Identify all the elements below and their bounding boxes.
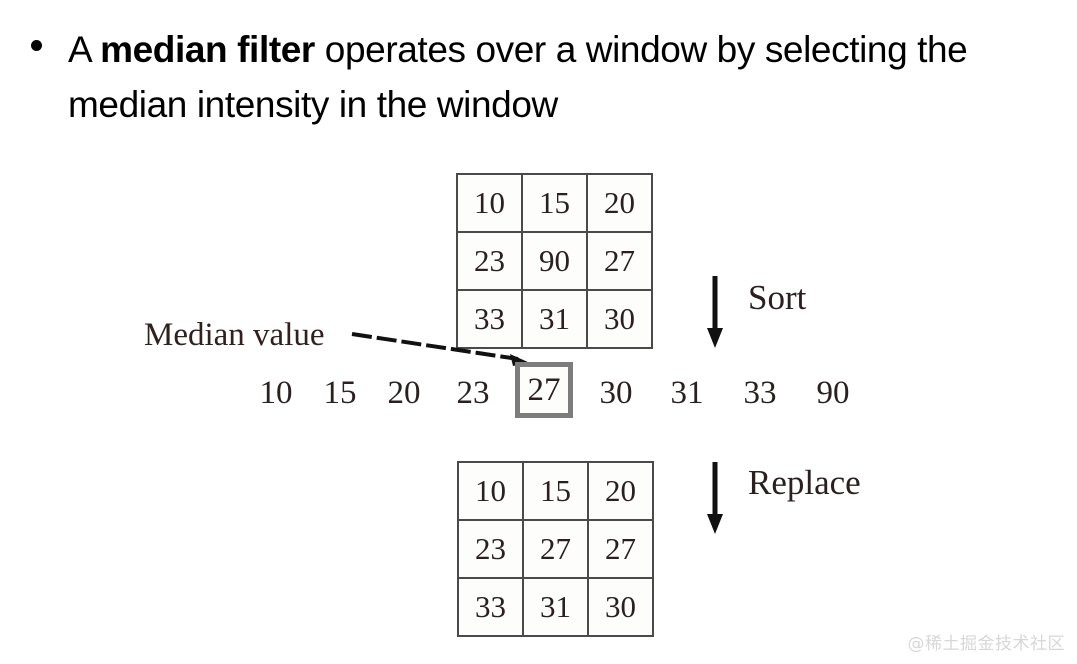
sorted-value: 30 <box>599 375 633 411</box>
grid-cell: 23 <box>456 231 523 291</box>
step-label-replace: Replace <box>748 463 861 502</box>
table-row: 33 31 30 <box>457 577 654 637</box>
sorted-value: 20 <box>387 375 421 411</box>
table-row: 23 27 27 <box>457 519 654 579</box>
original-window-grid: 10 15 20 23 90 27 33 31 30 <box>456 173 653 349</box>
sorted-value: 23 <box>456 375 490 411</box>
page-title: A median filter operates over a window b… <box>68 29 977 125</box>
watermark: @稀土掘金技术社区 <box>907 634 1065 654</box>
sorted-value: 90 <box>816 375 850 411</box>
grid-cell: 31 <box>521 289 588 349</box>
grid-cell-center: 90 <box>521 231 588 291</box>
grid-cell: 20 <box>586 173 653 233</box>
grid-cell: 27 <box>586 231 653 291</box>
grid-cell: 10 <box>457 461 524 521</box>
down-arrow-icon-replace <box>704 462 728 534</box>
grid-cell: 33 <box>456 289 523 349</box>
bullet-row: A median filter operates over a window b… <box>26 22 1026 132</box>
median-value-label: Median value <box>144 317 325 353</box>
median-value: 27 <box>527 372 561 408</box>
table-row: 33 31 30 <box>456 289 653 349</box>
replaced-window-grid: 10 15 20 23 27 27 33 31 30 <box>457 461 654 637</box>
grid-cell: 30 <box>587 577 654 637</box>
slide-heading: A median filter operates over a window b… <box>26 22 1026 132</box>
table-row: 10 15 20 <box>456 173 653 233</box>
grid-cell: 33 <box>457 577 524 637</box>
grid-cell: 23 <box>457 519 524 579</box>
sorted-sequence-row: 10 15 20 23 27 30 31 33 90 <box>250 358 890 428</box>
median-value-box: 27 <box>515 362 573 418</box>
grid-cell: 31 <box>522 577 589 637</box>
sorted-value: 10 <box>259 375 293 411</box>
sorted-value: 15 <box>323 375 357 411</box>
grid-cell: 15 <box>522 461 589 521</box>
table-row: 23 90 27 <box>456 231 653 291</box>
heading-suffix: operates over a window by selecting the … <box>68 29 978 125</box>
grid-cell: 10 <box>456 173 523 233</box>
grid-cell: 30 <box>586 289 653 349</box>
sorted-value: 31 <box>670 375 704 411</box>
table-row: 10 15 20 <box>457 461 654 521</box>
bullet-dot-icon <box>31 40 42 51</box>
grid-cell-center: 27 <box>522 519 589 579</box>
grid-cell: 15 <box>521 173 588 233</box>
grid-cell: 20 <box>587 461 654 521</box>
median-filter-diagram: 10 15 20 23 90 27 33 31 30 Sort Median v… <box>0 150 1077 664</box>
heading-emphasis: median filter <box>100 29 315 70</box>
sorted-value: 33 <box>743 375 777 411</box>
heading-prefix: A <box>68 29 101 70</box>
step-label-sort: Sort <box>748 278 807 317</box>
down-arrow-icon-sort <box>704 276 728 348</box>
grid-cell: 27 <box>587 519 654 579</box>
